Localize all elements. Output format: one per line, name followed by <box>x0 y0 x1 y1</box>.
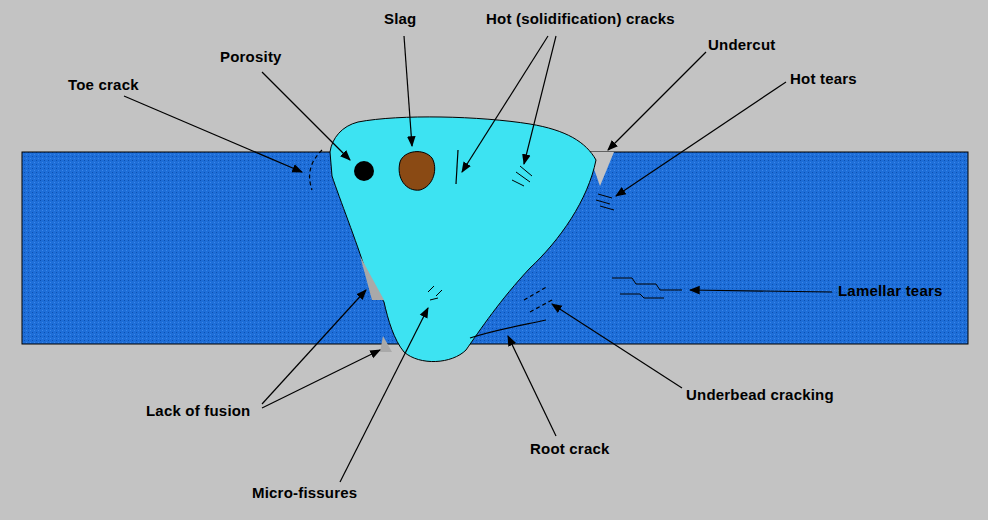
toe-crack <box>310 150 322 190</box>
solidification-crack <box>456 150 458 184</box>
defect-label: Hot tears <box>790 70 857 88</box>
defect-label: Underbead cracking <box>686 386 834 404</box>
weld-bead <box>330 117 596 362</box>
micro-fissures <box>428 286 442 300</box>
defect-label: Lack of fusion <box>146 402 250 420</box>
root-crack <box>470 320 546 338</box>
defect-label: Lamellar tears <box>838 282 943 300</box>
lamellar-tears <box>612 278 682 298</box>
underbead-cracks <box>524 286 552 312</box>
defect-label: Toe crack <box>68 76 139 94</box>
defect-label: Porosity <box>220 48 282 66</box>
solidification-cracks <box>512 166 532 186</box>
defect-label: Root crack <box>530 440 610 458</box>
defect-label: Slag <box>384 10 416 28</box>
hot-tears <box>596 194 614 210</box>
slag-inclusion <box>399 152 435 191</box>
pore <box>354 161 374 181</box>
defect-label: Micro-fissures <box>252 484 357 502</box>
lack-of-fusion-gap <box>380 336 392 352</box>
defect-label: Undercut <box>708 36 775 54</box>
defect-label: Hot (solidification) cracks <box>486 10 675 28</box>
leader-lines <box>124 36 832 482</box>
